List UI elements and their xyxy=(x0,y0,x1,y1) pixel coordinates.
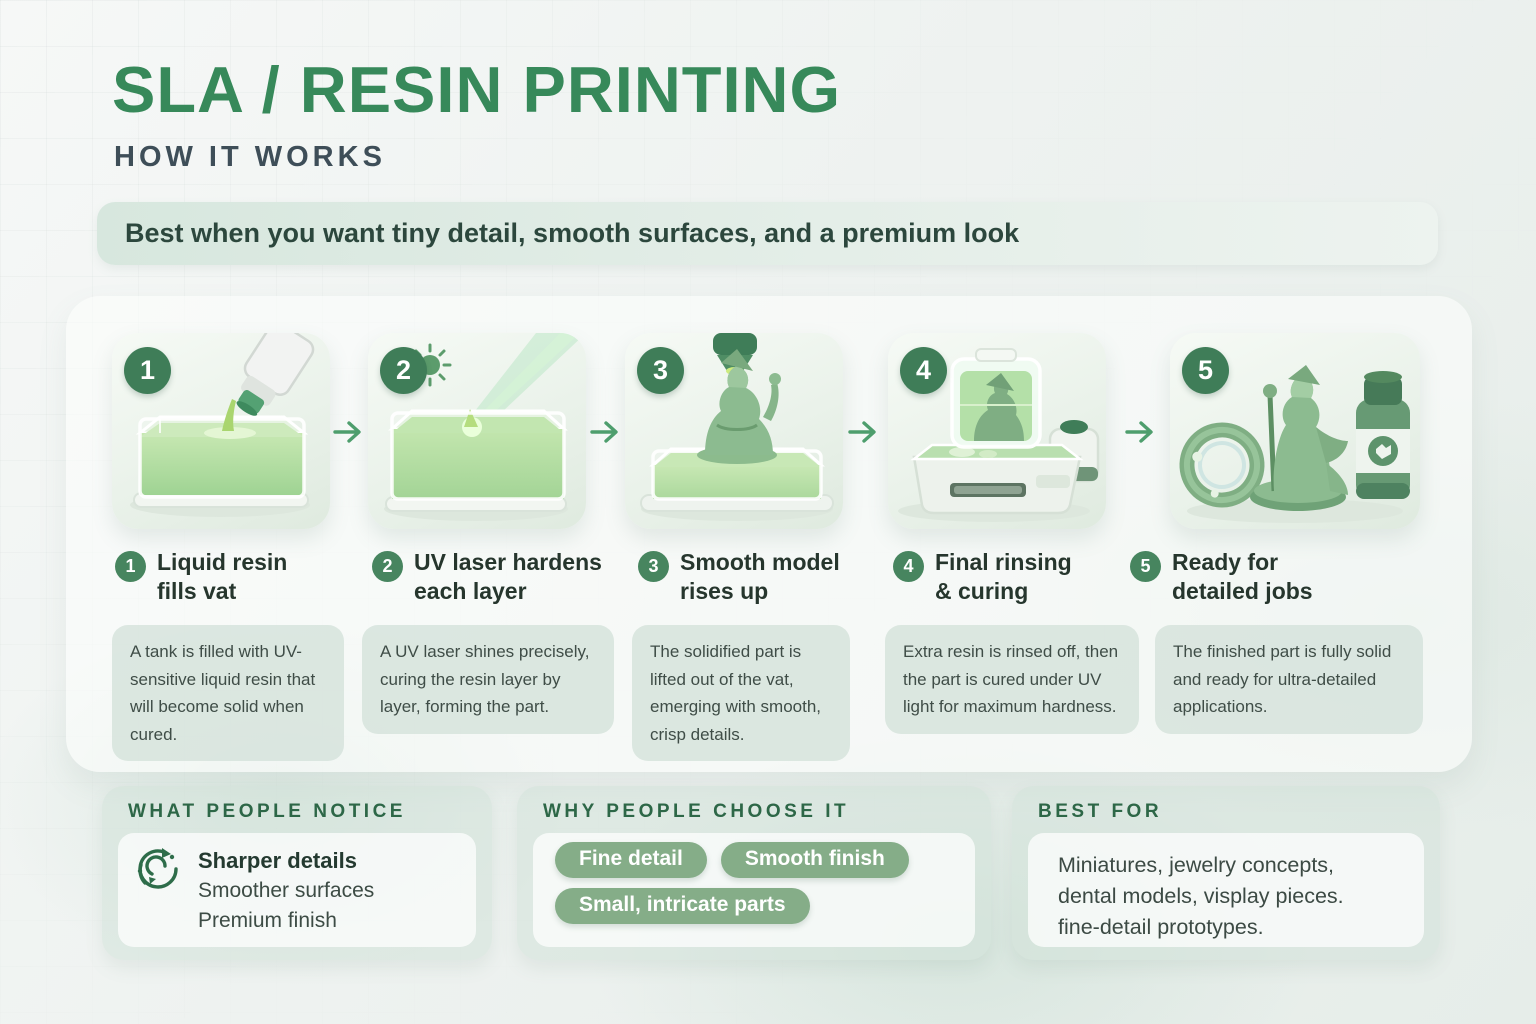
step-2-description: A UV laser shines precisely, curing the … xyxy=(362,625,614,734)
step-3-badge: 3 xyxy=(637,347,684,394)
choose-panel-header: WHY PEOPLE CHOOSE IT xyxy=(543,801,850,822)
what-people-notice-panel: WHAT PEOPLE NOTICE Sharper details S xyxy=(102,786,492,960)
step-5-badge: 5 xyxy=(1182,347,1229,394)
step-2-badge: 2 xyxy=(380,347,427,394)
step-1-label: Liquid resin fills vat xyxy=(157,549,288,604)
best-panel-card: Miniatures, jewelry concepts, dental mod… xyxy=(1028,833,1424,947)
best-for-text: Miniatures, jewelry concepts, dental mod… xyxy=(1058,853,1344,939)
finished-parts-ring-figurine-bottle-illustration xyxy=(1179,365,1410,523)
step-4-title: 4 Final rinsing & curing xyxy=(893,548,1072,606)
choose-panel-card: Fine detail Smooth finish Small, intrica… xyxy=(533,833,975,947)
notice-item: Premium finish xyxy=(198,909,337,932)
tagline-text: Best when you want tiny detail, smooth s… xyxy=(125,218,1020,248)
page-subtitle: HOW IT WORKS xyxy=(114,141,386,173)
why-people-choose-it-panel: WHY PEOPLE CHOOSE IT Fine detail Smooth … xyxy=(517,786,991,960)
pill-small-intricate-parts: Small, intricate parts xyxy=(555,888,810,924)
pill-smooth-finish: Smooth finish xyxy=(720,842,909,878)
step-3-label: Smooth model rises up xyxy=(680,549,840,604)
step-card-5: 5 xyxy=(1170,333,1420,529)
tagline-banner: Best when you want tiny detail, smooth s… xyxy=(97,202,1438,265)
step-5-title: 5 Ready for detailed jobs xyxy=(1130,548,1313,606)
notice-highlight: Sharper details xyxy=(198,848,357,873)
step-1-title: 1 Liquid resin fills vat xyxy=(115,548,287,606)
step-4-label: Final rinsing & curing xyxy=(935,549,1072,604)
resin-pour-into-vat-illustration xyxy=(130,333,315,517)
step-1-description: A tank is filled with UV-sensitive liqui… xyxy=(112,625,344,761)
best-for-panel: BEST FOR Miniatures, jewelry concepts, d… xyxy=(1012,786,1440,960)
uv-laser-on-vat-illustration xyxy=(384,333,586,521)
step-1-badge: 1 xyxy=(124,347,171,394)
arrow-right-icon xyxy=(1125,421,1153,443)
step-card-1: 1 xyxy=(112,333,330,529)
page-title: SLA / RESIN PRINTING xyxy=(112,53,842,126)
step-3-description: The solidified part is lifted out of the… xyxy=(632,625,850,761)
arrow-right-icon xyxy=(848,421,876,443)
step-1-number-badge: 1 xyxy=(115,551,146,582)
step-2-label: UV laser hardens each layer xyxy=(414,549,602,604)
step-5-description: The finished part is fully solid and rea… xyxy=(1155,625,1423,734)
notice-panel-header: WHAT PEOPLE NOTICE xyxy=(128,801,406,822)
step-5-number-badge: 5 xyxy=(1130,551,1161,582)
notice-items: Sharper details Smoother surfaces Premiu… xyxy=(198,843,374,936)
arrow-right-icon xyxy=(590,421,618,443)
pill-fine-detail: Fine detail xyxy=(555,842,707,878)
step-3-title: 3 Smooth model rises up xyxy=(638,548,840,606)
notice-panel-card: Sharper details Smoother surfaces Premiu… xyxy=(118,833,476,947)
step-4-badge: 4 xyxy=(900,347,947,394)
step-4-description: Extra resin is rinsed off, then the part… xyxy=(885,625,1139,734)
step-card-3: 3 xyxy=(625,333,843,529)
rinse-and-cure-station-illustration xyxy=(898,348,1100,522)
circular-arrows-icon xyxy=(137,848,178,889)
step-3-number-badge: 3 xyxy=(638,551,669,582)
model-rising-from-vat-illustration xyxy=(640,333,834,521)
step-card-4: 4 xyxy=(888,333,1106,529)
arrow-right-icon xyxy=(333,421,361,443)
step-card-2: 2 xyxy=(368,333,586,529)
step-2-number-badge: 2 xyxy=(372,551,403,582)
best-panel-header: BEST FOR xyxy=(1038,801,1163,822)
notice-item: Smoother surfaces xyxy=(198,879,375,902)
feature-pills: Fine detail Smooth finish Small, intrica… xyxy=(555,842,909,924)
step-2-title: 2 UV laser hardens each layer xyxy=(372,548,602,606)
step-4-number-badge: 4 xyxy=(893,551,924,582)
step-5-label: Ready for detailed jobs xyxy=(1172,549,1313,604)
